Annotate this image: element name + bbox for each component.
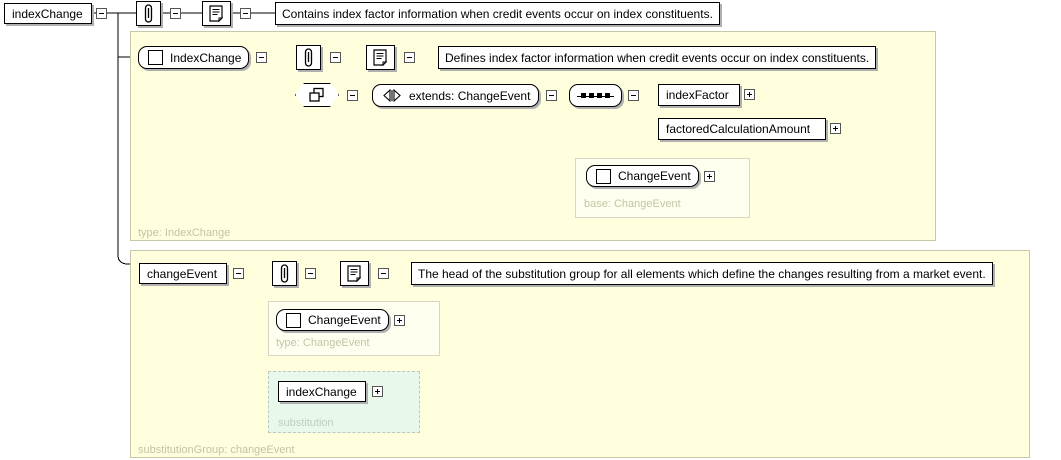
extension-group-expander[interactable] bbox=[347, 90, 358, 101]
extension-blocks-icon bbox=[308, 87, 324, 102]
base-complex-type-expander[interactable] bbox=[704, 171, 715, 182]
root-element-indexChange[interactable]: indexChange bbox=[4, 3, 92, 24]
paperclip-icon bbox=[280, 264, 289, 283]
node-background bbox=[276, 309, 389, 331]
document-scroll-icon bbox=[373, 49, 388, 67]
type-documentation-box: Defines index factor information when cr… bbox=[438, 46, 877, 69]
complex-type-square-icon bbox=[148, 50, 163, 65]
complex-type-node-label: IndexChange bbox=[170, 50, 242, 65]
document-scroll-icon-head[interactable] bbox=[340, 261, 369, 286]
head-complex-type-expander[interactable] bbox=[394, 315, 405, 326]
paperclip-icon bbox=[144, 4, 153, 23]
extends-node-label: extends: ChangeEvent bbox=[409, 88, 531, 103]
extends-arrows-icon bbox=[382, 89, 402, 102]
base-complex-type-node-label: ChangeEvent bbox=[618, 169, 691, 183]
substitution-member-expander[interactable] bbox=[372, 386, 383, 397]
child-element-label: indexFactor bbox=[666, 88, 729, 102]
complex-type-node-IndexChange[interactable]: IndexChange bbox=[138, 46, 249, 69]
substitution-group-container-label: substitutionGroup: changeEvent bbox=[138, 444, 295, 456]
extends-node[interactable]: extends: ChangeEvent bbox=[372, 84, 539, 107]
type-container-label: type: IndexChange bbox=[138, 227, 231, 239]
head-element-expander[interactable] bbox=[233, 268, 244, 279]
base-type-label: base: ChangeEvent bbox=[584, 198, 681, 210]
extension-group-node[interactable] bbox=[295, 83, 339, 107]
document-scroll-icon bbox=[347, 265, 362, 283]
child-element-indexFactor[interactable]: indexFactor bbox=[658, 84, 740, 106]
paperclip-icon bbox=[304, 48, 313, 67]
root-annotation-expander[interactable] bbox=[170, 8, 181, 19]
root-documentation-box: Contains index factor information when c… bbox=[275, 2, 720, 25]
extends-node-expander[interactable] bbox=[546, 90, 557, 101]
factoredCalculationAmount-expander[interactable] bbox=[830, 123, 841, 134]
head-element-label: changeEvent bbox=[147, 266, 218, 281]
node-background bbox=[138, 46, 249, 69]
substitution-member-name: indexChange bbox=[286, 384, 357, 399]
paperclip-icon-root[interactable] bbox=[136, 1, 161, 26]
head-complex-type-node-ChangeEvent[interactable]: ChangeEvent bbox=[276, 309, 389, 331]
type-documentation-expander[interactable] bbox=[404, 52, 415, 63]
indexFactor-expander[interactable] bbox=[744, 89, 755, 100]
child-element-factoredCalculationAmount[interactable]: factoredCalculationAmount bbox=[658, 118, 826, 140]
root-documentation-text: Contains index factor information when c… bbox=[282, 6, 713, 21]
sequence-node-expander[interactable] bbox=[628, 90, 639, 101]
complex-type-square-icon bbox=[286, 312, 301, 328]
type-documentation-text: Defines index factor information when cr… bbox=[445, 50, 870, 65]
node-background bbox=[586, 165, 699, 187]
root-element-expander[interactable] bbox=[96, 8, 107, 19]
paperclip-icon-type[interactable] bbox=[296, 45, 321, 70]
document-scroll-icon bbox=[209, 5, 224, 23]
type-annotation-expander[interactable] bbox=[330, 52, 341, 63]
paperclip-icon-head[interactable] bbox=[272, 261, 297, 286]
child-element-label: factoredCalculationAmount bbox=[666, 122, 811, 136]
sequence-node[interactable] bbox=[569, 84, 622, 107]
root-element-label: indexChange bbox=[12, 6, 83, 21]
node-background bbox=[295, 83, 339, 107]
substitution-member-indexChange[interactable]: indexChange bbox=[278, 381, 366, 402]
document-scroll-icon-type[interactable] bbox=[366, 45, 395, 70]
head-documentation-box: The head of the substitution group for a… bbox=[411, 262, 993, 285]
document-scroll-icon-root[interactable] bbox=[202, 1, 231, 26]
complex-type-square-icon bbox=[596, 168, 611, 184]
head-documentation-expander[interactable] bbox=[378, 268, 389, 279]
node-background bbox=[372, 84, 539, 107]
head-element-changeEvent[interactable]: changeEvent bbox=[139, 263, 227, 284]
head-annotation-expander[interactable] bbox=[305, 268, 316, 279]
base-complex-type-node-ChangeEvent[interactable]: ChangeEvent bbox=[586, 165, 699, 187]
head-type-label: type: ChangeEvent bbox=[276, 337, 370, 349]
head-documentation-text: The head of the substitution group for a… bbox=[418, 266, 986, 281]
head-complex-type-node-label: ChangeEvent bbox=[308, 313, 381, 327]
substitution-member-label: substitution bbox=[278, 417, 334, 429]
root-documentation-expander[interactable] bbox=[240, 8, 251, 19]
complex-type-expander[interactable] bbox=[256, 52, 267, 63]
sequence-line bbox=[577, 95, 614, 97]
sequence-dots-icon bbox=[581, 93, 610, 98]
